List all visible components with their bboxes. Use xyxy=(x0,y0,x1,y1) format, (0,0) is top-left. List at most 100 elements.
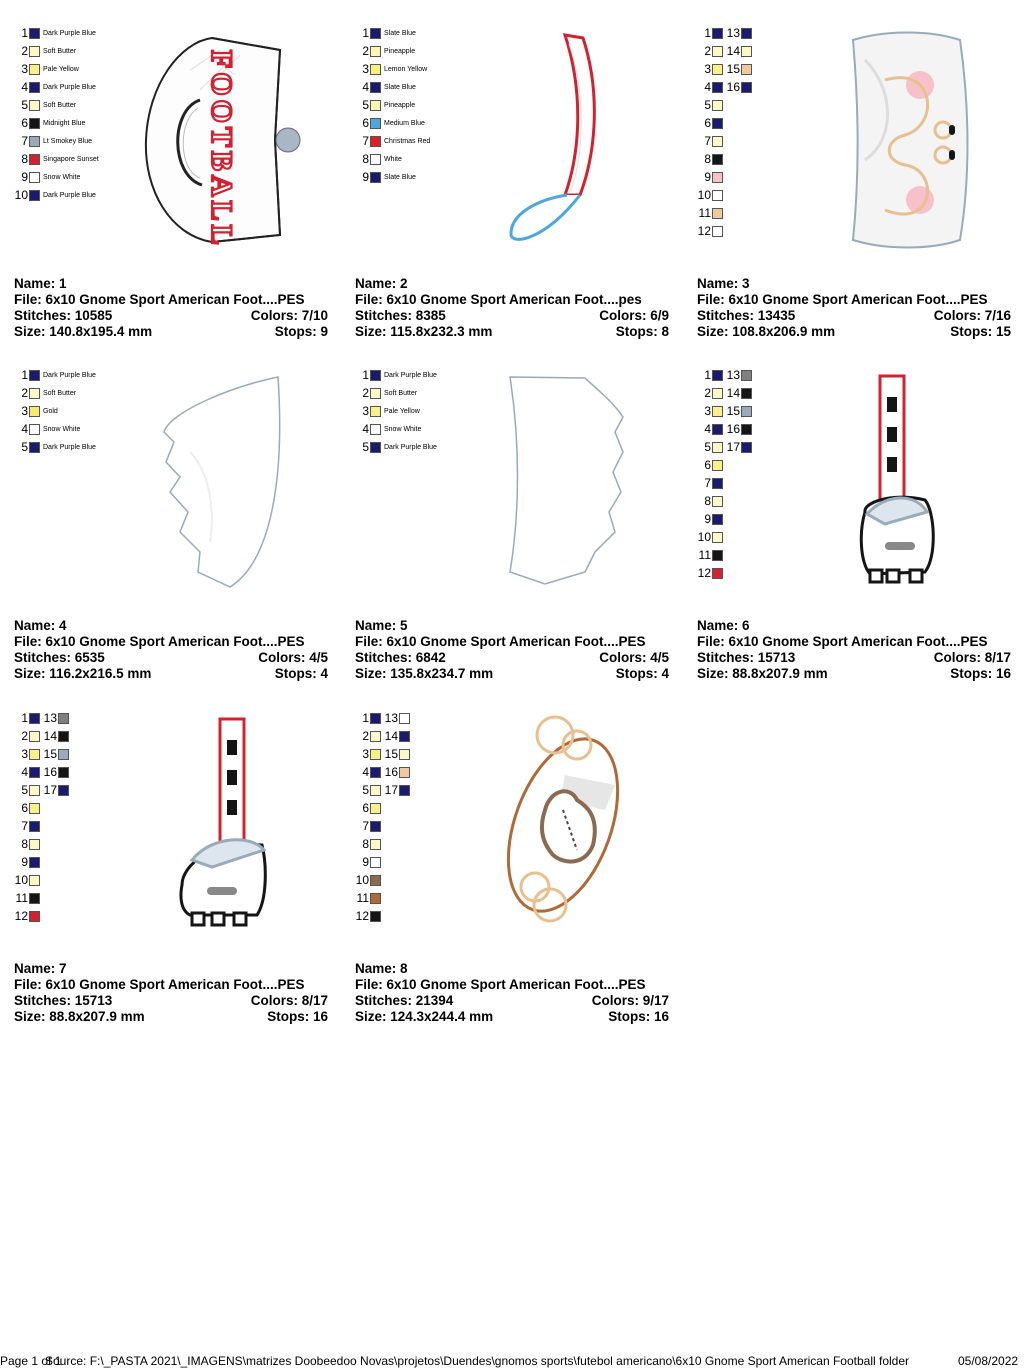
legend-number: 8 xyxy=(704,494,711,508)
legend-swatch xyxy=(741,63,752,75)
design-file: File: 6x10 Gnome Sport American Foot....… xyxy=(14,292,305,307)
legend-row: 12 xyxy=(697,564,726,582)
legend-row: 9 xyxy=(14,853,43,871)
legend-row: 15 xyxy=(724,60,755,78)
legend-row: 10 xyxy=(697,528,726,546)
legend-number: 10 xyxy=(14,188,28,202)
page-footer: Page 1 of 1 Source: F:\_PASTA 2021\_IMAG… xyxy=(0,1354,1024,1370)
legend-swatch xyxy=(741,27,752,39)
legend-color-name: Soft Butter xyxy=(384,389,418,397)
legend-row: 1 xyxy=(697,24,726,42)
legend-number: 13 xyxy=(726,368,740,382)
legend-number: 3 xyxy=(21,747,28,761)
legend-number: 5 xyxy=(362,783,369,797)
legend-swatch xyxy=(399,712,410,724)
legend-number: 9 xyxy=(21,855,28,869)
legend-number: 10 xyxy=(14,873,28,887)
design-colors: Colors: 4/5 xyxy=(599,650,669,665)
legend-row: 17 xyxy=(41,781,72,799)
design-size: Size: 88.8x207.9 mm xyxy=(14,1009,145,1024)
legend-number: 6 xyxy=(362,116,369,130)
legend-row: 13 xyxy=(724,366,755,384)
legend-row: 2 xyxy=(697,42,726,60)
legend-swatch xyxy=(370,820,381,832)
legend-swatch xyxy=(712,81,723,93)
legend-number: 11 xyxy=(15,891,28,905)
legend-number: 8 xyxy=(362,837,369,851)
legend-swatch xyxy=(370,784,381,796)
legend-swatch xyxy=(29,892,40,904)
design-colors: Colors: 8/17 xyxy=(933,650,1011,665)
legend-swatch xyxy=(58,766,69,778)
legend-row: 5 Dark Purple Blue xyxy=(14,438,96,456)
legend-swatch xyxy=(29,387,40,399)
legend-swatch xyxy=(712,495,723,507)
legend-number: 4 xyxy=(21,80,28,94)
legend-number: 1 xyxy=(21,368,28,382)
legend-swatch xyxy=(712,369,723,381)
design-stitches: Stitches: 21394 xyxy=(355,993,454,1008)
legend-swatch xyxy=(712,99,723,111)
legend-swatch xyxy=(370,369,381,381)
legend-number: 5 xyxy=(21,440,28,454)
legend-swatch xyxy=(370,27,381,39)
design-name: Name: 3 xyxy=(697,276,750,291)
design-file: File: 6x10 Gnome Sport American Foot....… xyxy=(14,977,305,992)
legend-row: 15 xyxy=(724,402,755,420)
legend-number: 2 xyxy=(362,386,369,400)
design-size: Size: 140.8x195.4 mm xyxy=(14,324,153,339)
legend-swatch xyxy=(712,63,723,75)
legend-swatch xyxy=(370,171,381,183)
legend-swatch xyxy=(29,820,40,832)
legend-swatch xyxy=(58,730,69,742)
legend-swatch xyxy=(29,117,40,129)
legend-swatch xyxy=(712,27,723,39)
legend-number: 17 xyxy=(726,440,740,454)
design-stops: Stops: 16 xyxy=(950,666,1011,681)
legend-row: 14 xyxy=(724,42,755,60)
legend-number: 12 xyxy=(355,909,369,923)
legend-number: 7 xyxy=(21,819,28,833)
legend-number: 6 xyxy=(21,116,28,130)
legend-swatch xyxy=(370,892,381,904)
legend-color-name: Pineapple xyxy=(384,47,416,55)
legend-row: 3 xyxy=(697,402,726,420)
legend-row: 3 Lemon Yellow xyxy=(355,60,427,78)
legend-number: 3 xyxy=(362,62,369,76)
legend-color-name: Dark Purple Blue xyxy=(43,443,96,451)
legend-color-name: Lemon Yellow xyxy=(384,65,428,73)
legend-color-name: Soft Butter xyxy=(43,101,77,109)
legend-row: 11 xyxy=(14,889,43,907)
legend-swatch xyxy=(712,549,723,561)
legend-row: 7 xyxy=(355,817,384,835)
legend-number: 2 xyxy=(21,44,28,58)
legend-swatch xyxy=(712,387,723,399)
legend-number: 4 xyxy=(362,765,369,779)
legend-number: 1 xyxy=(704,368,711,382)
legend-number: 17 xyxy=(43,783,57,797)
legend-color-name: Dark Purple Blue xyxy=(384,443,437,451)
legend-swatch xyxy=(712,567,723,579)
design-1-preview: FOOTBALL xyxy=(144,36,301,250)
legend-color-name: Singapore Sunset xyxy=(43,155,99,163)
design-5-preview xyxy=(509,376,624,585)
legend-row: 15 xyxy=(382,745,413,763)
design-stitches: Stitches: 15713 xyxy=(697,650,796,665)
legend-color-name: Pineapple xyxy=(384,101,416,109)
design-colors: Colors: 6/9 xyxy=(599,308,669,323)
legend-number: 7 xyxy=(21,134,28,148)
legend-number: 4 xyxy=(704,80,711,94)
legend-swatch xyxy=(741,45,752,57)
legend-row: 10 xyxy=(697,186,726,204)
legend-swatch xyxy=(29,171,40,183)
